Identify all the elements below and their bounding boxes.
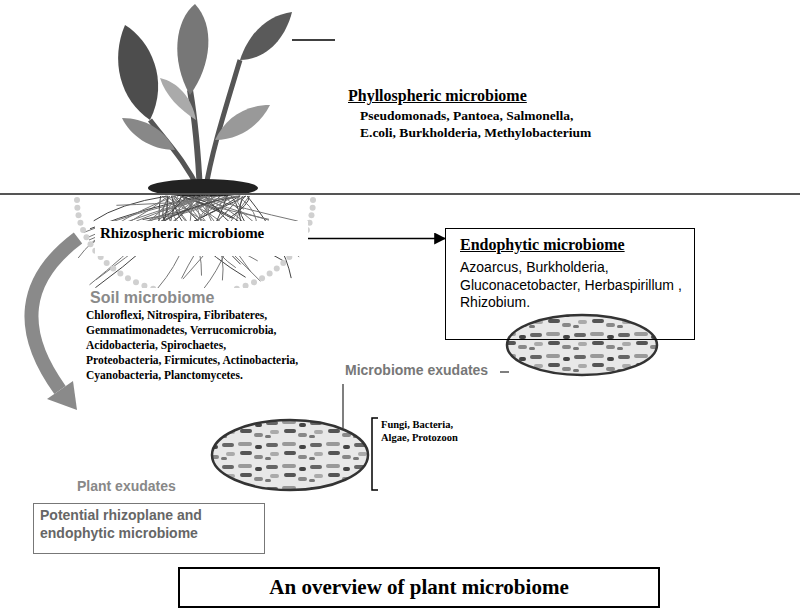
soil-particle: [110, 266, 116, 272]
microbe-oval: [507, 315, 657, 375]
soil-particle: [80, 227, 86, 233]
root-stroke: [116, 196, 238, 205]
taxa-list: Fungi, Bacteria, Algae, Protozoon: [381, 418, 471, 444]
soil-particle: [74, 197, 80, 203]
bracket: [372, 418, 378, 490]
soil-particle: [76, 212, 82, 218]
leader-line: [342, 384, 344, 428]
leader-line: [500, 371, 509, 373]
soil-particle: [308, 212, 314, 218]
exudate-label: Microbiome exudates: [345, 362, 505, 380]
soil-particle: [251, 279, 257, 285]
curved-arrow-head: [47, 381, 77, 410]
plant-illustration: [118, 4, 292, 197]
node-heading: Rhizospheric microbiome: [100, 224, 303, 243]
node-heading: Endophytic microbiome: [460, 235, 682, 255]
soil-particle: [88, 241, 94, 247]
process-box: Endophytic microbiomeAzoarcus, Burkholde…: [445, 228, 695, 340]
caption-box: An overview of plant microbiome: [178, 567, 660, 608]
soil-particle: [74, 205, 80, 211]
region-label-box: Rhizospheric microbiome: [95, 221, 308, 256]
soil-particle: [259, 275, 265, 281]
taxa-list: Pseudomonads, Pantoea, Salmonella, E.col…: [360, 108, 605, 142]
soil-particle: [117, 271, 123, 277]
soil-particle: [133, 279, 139, 285]
root-stroke: [188, 196, 220, 210]
curved-arrow: [31, 238, 78, 390]
soil-particle: [77, 220, 83, 226]
soil-particle: [280, 260, 286, 266]
microbe-oval: [212, 420, 368, 490]
region-heading: Phyllospheric microbiome: [348, 86, 648, 106]
soil-particle: [104, 260, 110, 266]
soil-particle: [83, 234, 89, 240]
connector-arrow: [308, 238, 445, 240]
node-heading: Potential rhizoplane and endophytic micr…: [40, 507, 258, 542]
soil-particle: [274, 266, 280, 272]
leader-line: [292, 39, 335, 41]
root-system: [74, 196, 316, 298]
taxa-list: Chloroflexi, Nitrospira, Fibribateres, G…: [86, 308, 300, 383]
region-heading: Soil microbiome: [90, 288, 290, 308]
soil-particle: [267, 271, 273, 277]
exudate-label: Plant exudates: [77, 478, 247, 496]
soil-particle: [310, 205, 316, 211]
process-box: Potential rhizoplane and endophytic micr…: [33, 503, 265, 554]
node-body: Azoarcus, Burkholderia, Gluconacetobacte…: [460, 259, 682, 312]
soil-particle: [310, 197, 316, 203]
soil-surface-line: [0, 193, 800, 195]
soil-particle: [125, 275, 131, 281]
